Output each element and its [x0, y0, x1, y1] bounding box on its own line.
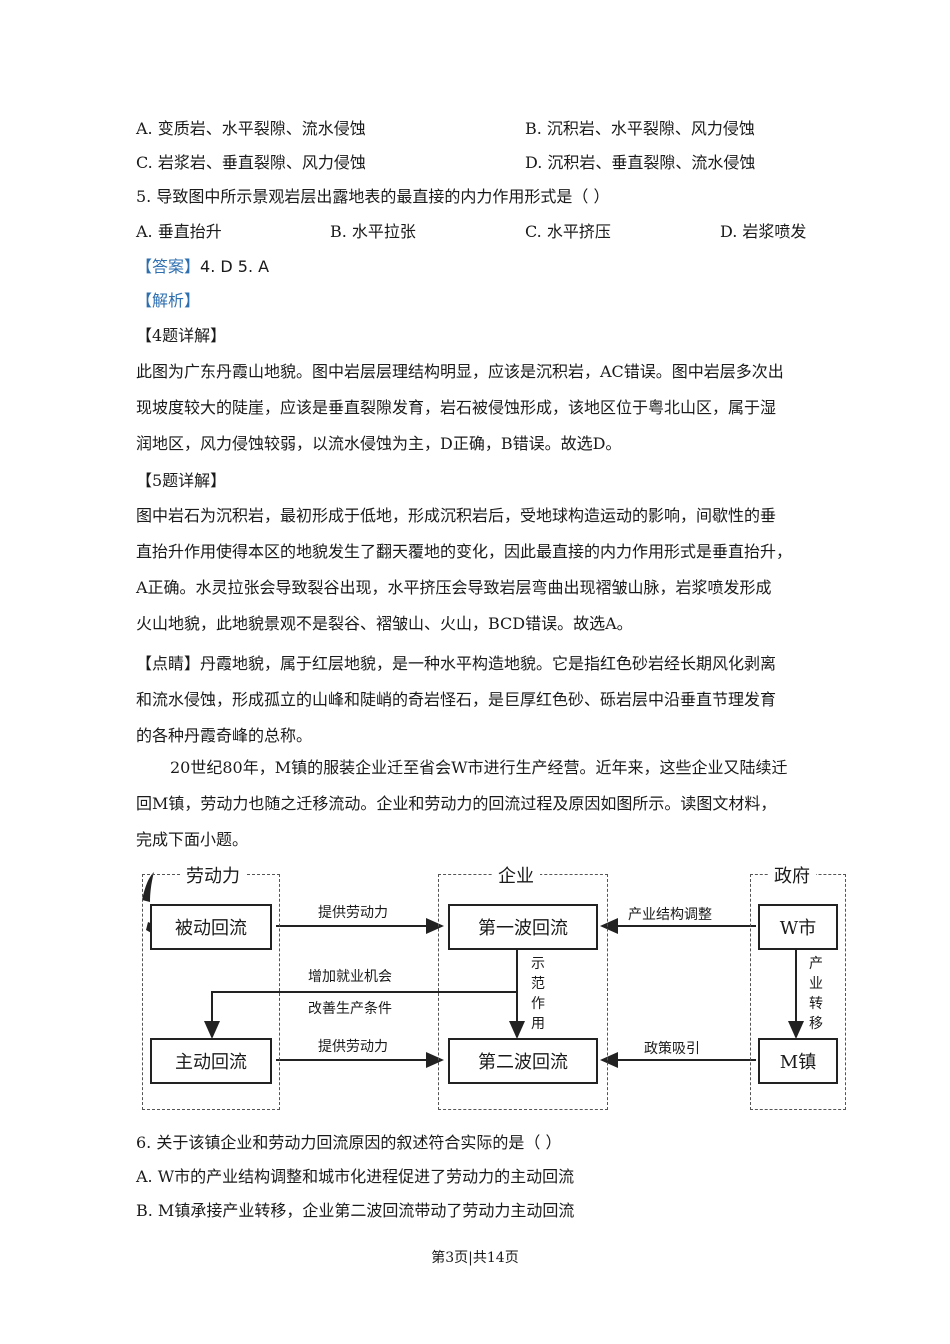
label-provide-bottom: 提供劳动力: [318, 1039, 388, 1055]
q5-option-a: A. 垂直抬升: [136, 222, 222, 241]
box-m-town: M镇: [758, 1038, 838, 1084]
dianjing-first-line: 丹霞地貌，属于红层地貌，是一种水平构造地貌。它是指红色砂岩经长期风化剥离: [200, 654, 777, 673]
dianjing-line: 【点睛】丹霞地貌，属于红层地貌，是一种水平构造地貌。它是指红色砂岩经长期风化剥离: [136, 646, 776, 682]
material-line: 回M镇，劳动力也随之迁移流动。企业和劳动力的回流过程及原因如图所示。读图文材料，: [136, 794, 777, 813]
box-w-city: W市: [758, 904, 838, 950]
label-jobs: 增加就业机会: [308, 969, 392, 985]
detail5-line: 直抬升作用使得本区的地貌发生了翻天覆地的变化，因此最直接的内力作用形式是垂直抬升…: [136, 542, 793, 561]
material-paragraph: 回M镇，劳动力也随之迁移流动。企业和劳动力的回流过程及原因如图所示。读图文材料，…: [136, 786, 776, 858]
arrow-jobs: [204, 991, 517, 1039]
label-conditions: 改善生产条件: [308, 1001, 392, 1017]
detail5-line: 火山地貌，此地貌景观不是裂谷、褶皱山、火山，BCD错误。故选A。: [136, 614, 633, 633]
box-second-wave: 第二波回流: [448, 1038, 598, 1084]
detail5-title: 【5题详解】: [136, 471, 227, 490]
label-provide-top: 提供劳动力: [318, 905, 388, 921]
material-line-first: 20世纪80年，M镇的服装企业迁至省会W市进行生产经营。近年来，这些企业又陆续迁: [170, 758, 788, 777]
brush-stroke-top: [142, 872, 154, 902]
detail5-paragraph: 图中岩石为沉积岩，最初形成于低地，形成沉积岩后，受地球构造运动的影响，间歇性的垂…: [136, 498, 792, 642]
answer-line: 【答案】4. D 5. A: [136, 256, 269, 278]
label-policy: 政策吸引: [644, 1041, 700, 1057]
dianjing-line: 的各种丹霞奇峰的总称。: [136, 726, 313, 745]
box-passive-return: 被动回流: [150, 904, 272, 950]
answer-text: 4. D 5. A: [200, 257, 270, 276]
label-demo: 示范作用: [531, 956, 545, 1032]
detail4-line: 现坡度较大的陡崖，应该是垂直裂隙发育，岩石被侵蚀形成，该地区位于粤北山区，属于湿: [136, 398, 777, 417]
q6-stem: 6. 关于该镇企业和劳动力回流原因的叙述符合实际的是（ ）: [136, 1133, 562, 1152]
detail4-title: 【4题详解】: [136, 326, 227, 345]
page-footer: 第3页|共14页: [431, 1250, 519, 1266]
detail5-line: 图中岩石为沉积岩，最初形成于低地，形成沉积岩后，受地球构造运动的影响，间歇性的垂: [136, 506, 777, 525]
analysis-tag: 【解析】: [136, 291, 201, 310]
detail5-line: A正确。水灵拉张会导致裂谷出现，水平挤压会导致岩层弯曲出现褶皱山脉，岩浆喷发形成: [136, 578, 772, 597]
q4-option-d: D. 沉积岩、垂直裂隙、流水侵蚀: [525, 153, 756, 172]
group-enterprise-label: 企业: [492, 862, 540, 888]
q5-stem: 5. 导致图中所示景观岩层出露地表的最直接的内力作用形式是（ ）: [136, 187, 610, 206]
q4-option-c: C. 岩浆岩、垂直裂隙、风力侵蚀: [136, 153, 366, 172]
q6-option-a: A. W市的产业结构调整和城市化进程促进了劳动力的主动回流: [136, 1167, 575, 1186]
group-government-label: 政府: [768, 862, 816, 888]
dianjing-paragraph: 【点睛】丹霞地貌，属于红层地貌，是一种水平构造地貌。它是指红色砂岩经长期风化剥离…: [136, 646, 776, 754]
detail4-paragraph: 此图为广东丹霞山地貌。图中岩层层理结构明显，应该是沉积岩，AC错误。图中岩层多次…: [136, 354, 784, 462]
group-labor-label: 劳动力: [180, 862, 246, 888]
detail4-line: 润地区，风力侵蚀较弱，以流水侵蚀为主，D正确，B错误。故选D。: [136, 434, 622, 453]
answer-tag: 【答案】: [136, 257, 201, 276]
label-transfer: 产业转移: [809, 956, 823, 1032]
label-industry: 产业结构调整: [628, 907, 712, 923]
box-active-return: 主动回流: [150, 1038, 272, 1084]
dianjing-line: 和流水侵蚀，形成孤立的山峰和陡峭的奇岩怪石，是巨厚红色砂、砾岩层中沿垂直节理发育: [136, 690, 777, 709]
q5-option-d: D. 岩浆喷发: [720, 222, 807, 241]
detail4-line: 此图为广东丹霞山地貌。图中岩层层理结构明显，应该是沉积岩，AC错误。图中岩层多次…: [136, 362, 784, 381]
material-line: 完成下面小题。: [136, 830, 249, 849]
dianjing-tag: 【点睛】: [136, 654, 201, 673]
q5-option-c: C. 水平挤压: [525, 222, 611, 241]
q4-option-b: B. 沉积岩、水平裂隙、风力侵蚀: [525, 119, 755, 138]
q4-option-a: A. 变质岩、水平裂隙、流水侵蚀: [136, 119, 366, 138]
box-first-wave: 第一波回流: [448, 904, 598, 950]
q5-option-b: B. 水平拉张: [330, 222, 416, 241]
q6-option-b: B. M镇承接产业转移，企业第二波回流带动了劳动力主动回流: [136, 1201, 575, 1220]
flow-diagram: 劳动力 企业 政府 被动回流 主动回流 第一波回流 第二波回流 W市 M镇 提供…: [140, 862, 846, 1120]
